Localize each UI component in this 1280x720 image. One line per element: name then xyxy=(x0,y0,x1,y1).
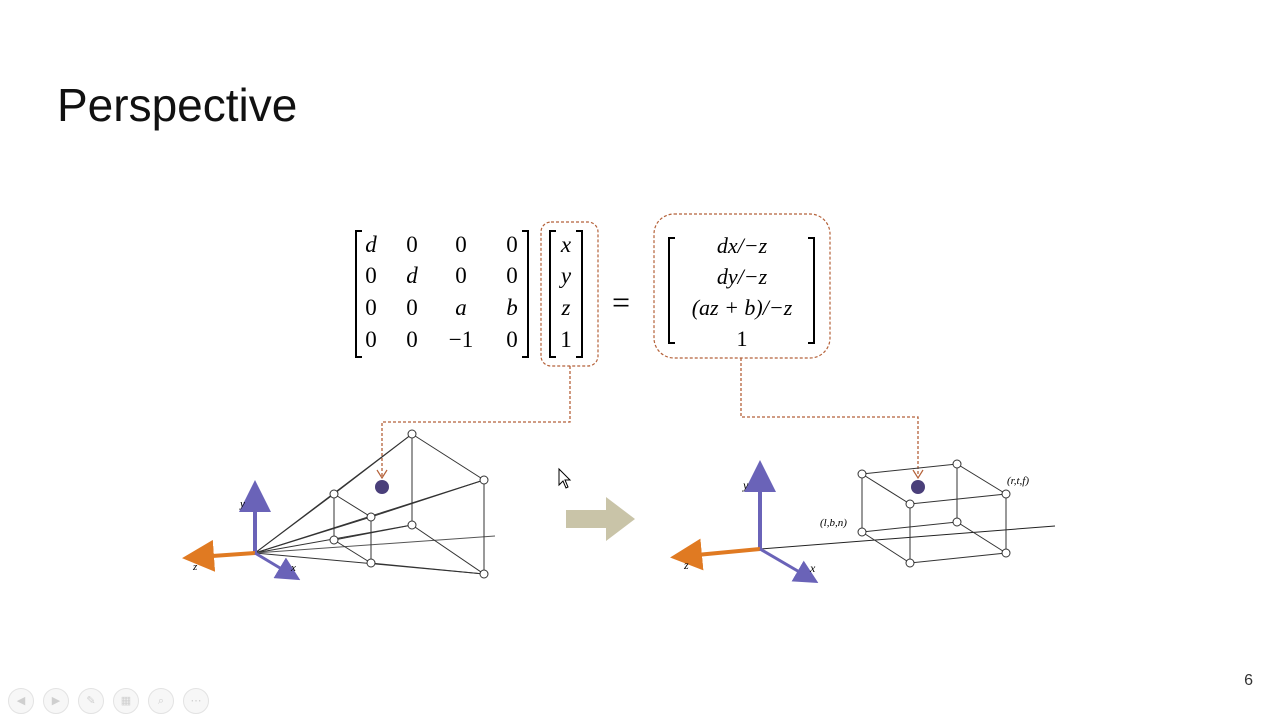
matrix-cell-1-2: 0 xyxy=(455,263,467,288)
result-cell-2: (az + b)/−z xyxy=(691,295,793,320)
axis-label-z-right: z xyxy=(683,558,689,572)
frustum-diagram xyxy=(254,433,496,575)
axis-label-x-left: x xyxy=(290,562,296,574)
matrix-cell-0-3: 0 xyxy=(506,232,518,257)
ndc-box-diagram xyxy=(759,463,1056,564)
axis-label-z-left: z xyxy=(192,561,198,573)
slide-number: 6 xyxy=(1244,672,1253,689)
matrix-cell-2-0: 0 xyxy=(365,295,377,320)
matrix-cell-0-1: 0 xyxy=(406,232,418,257)
axis-label-y-right: y xyxy=(742,478,749,492)
point-right xyxy=(911,480,925,494)
corner-label-lbn: (l,b,n) xyxy=(820,517,847,529)
axes-right xyxy=(670,460,819,584)
presentation-toolbar: ◀ ▶ ✎ ▦ ⌕ ⋯ xyxy=(8,688,209,714)
vector-cell-z: z xyxy=(561,295,571,320)
vector-cell-x: x xyxy=(560,232,572,257)
matrix-cell-1-3: 0 xyxy=(506,263,518,288)
matrix-cell-3-2: −1 xyxy=(448,327,474,352)
pen-icon[interactable]: ✎ xyxy=(78,688,104,714)
matrix-cell-0-2: 0 xyxy=(455,232,467,257)
transform-arrow-icon xyxy=(566,497,635,541)
next-icon[interactable]: ▶ xyxy=(43,688,69,714)
matrix-brackets xyxy=(355,213,831,367)
matrix-cell-2-3: b xyxy=(506,295,518,320)
mouse-cursor-icon xyxy=(558,467,572,489)
result-cell-1: dy/−z xyxy=(716,264,768,289)
more-icon[interactable]: ⋯ xyxy=(183,688,209,714)
connector-right-tip xyxy=(912,469,924,480)
corner-label-rtf: (r,t,f) xyxy=(1007,475,1029,487)
matrix-cell-1-0: 0 xyxy=(365,263,377,288)
axis-label-y-left: y xyxy=(239,498,245,510)
slides-icon[interactable]: ▦ xyxy=(113,688,139,714)
axis-label-x-right: x xyxy=(809,561,816,575)
frustum-vertices xyxy=(329,429,489,579)
previous-icon[interactable]: ◀ xyxy=(8,688,34,714)
vector-cell-1: 1 xyxy=(560,327,572,352)
vector-cell-y: y xyxy=(560,263,572,288)
matrix-cell-0-0: d xyxy=(365,232,377,257)
result-cell-3: 1 xyxy=(736,326,748,351)
result-cell-0: dx/−z xyxy=(716,233,768,258)
matrix-cell-2-2: a xyxy=(455,295,467,320)
connector-left-tip xyxy=(376,469,388,480)
zoom-icon[interactable]: ⌕ xyxy=(148,688,174,714)
point-left xyxy=(375,480,389,494)
matrix-cell-3-1: 0 xyxy=(406,327,418,352)
matrix-cell-2-1: 0 xyxy=(406,295,418,320)
matrix-cell-1-1: d xyxy=(406,263,418,288)
box-vertices xyxy=(857,459,1011,568)
slide-title: Perspective xyxy=(57,79,298,131)
matrix-cell-3-3: 0 xyxy=(506,327,518,352)
matrix-cell-3-0: 0 xyxy=(365,327,377,352)
equals-sign: = xyxy=(612,284,631,320)
axes-left xyxy=(182,480,301,581)
